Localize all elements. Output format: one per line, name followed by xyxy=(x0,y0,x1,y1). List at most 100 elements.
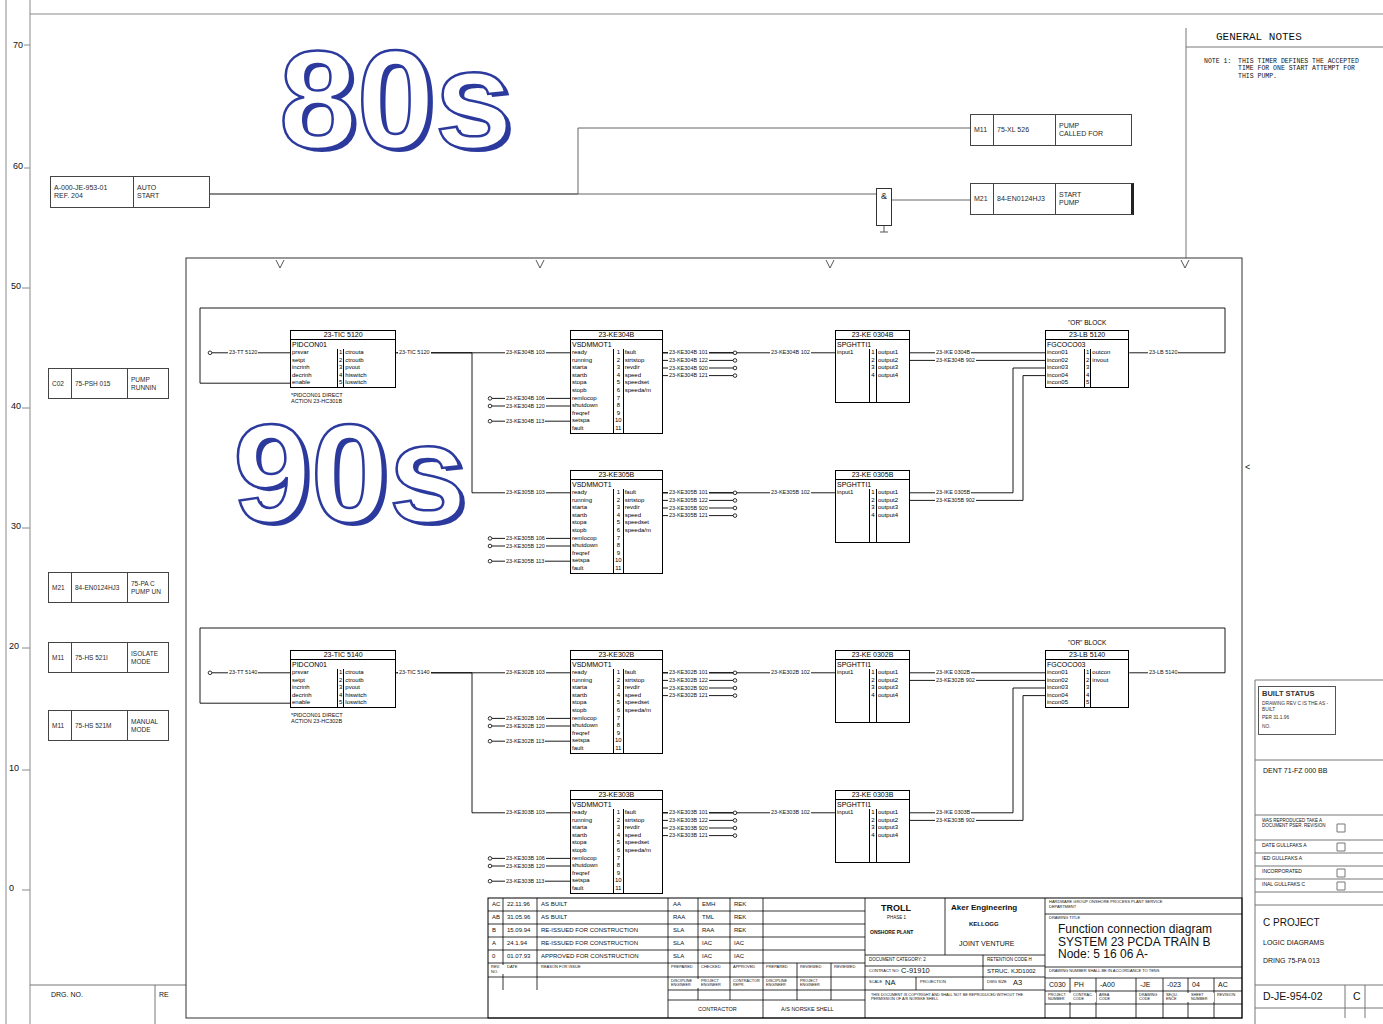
pin-name: remlocop xyxy=(572,395,597,401)
pin-cell xyxy=(624,565,662,573)
pin-name: fault xyxy=(572,885,583,891)
block-type-text: VSDMMOT1 xyxy=(572,341,612,348)
function-block: 23-KE305BVSDMMOT1ready1faultrunning2strt… xyxy=(570,470,663,574)
sheet-label: 04 xyxy=(1191,981,1201,989)
pin-number: 8 xyxy=(617,542,620,548)
pin-cell xyxy=(877,379,909,387)
signal-line xyxy=(910,376,1045,501)
pin-cell: output1 xyxy=(877,809,909,817)
signal-name: 23-KE305B 103 xyxy=(505,489,546,496)
pin-cell xyxy=(877,839,909,847)
pin-cell: shutdown xyxy=(571,402,613,410)
drawing-number-frame xyxy=(30,985,186,1024)
pin-number-cell: 8 xyxy=(613,722,624,730)
pin-cell: revdir xyxy=(624,684,662,692)
signal-name: 23-LB 5140 xyxy=(1148,669,1178,676)
pin-cell xyxy=(624,542,662,550)
pin-name: ctrouta xyxy=(345,349,363,355)
pin-number: 6 xyxy=(617,387,620,393)
pin-number: 3 xyxy=(339,684,342,690)
sheet-label: AA xyxy=(672,901,682,908)
signal-line xyxy=(910,688,1045,813)
pin-number: 4 xyxy=(617,832,620,838)
signal-line xyxy=(396,673,570,813)
revision-strip xyxy=(1255,680,1383,1024)
pin-name: strtstop xyxy=(625,357,645,363)
pin-number-cell: 4 xyxy=(613,512,624,520)
pin-cell: ctrouta xyxy=(344,349,395,357)
pin-cell xyxy=(836,677,869,685)
pin-cell xyxy=(624,885,662,893)
box-text: M11 xyxy=(52,654,64,662)
pin-number: 1 xyxy=(339,349,342,355)
signal-line xyxy=(910,696,1045,821)
sheet-label: Aker Engineering xyxy=(950,903,1018,912)
pin-cell xyxy=(836,715,869,723)
block-tag-text: 23-KE 0303B xyxy=(852,791,894,798)
pin-number-cell: 5 xyxy=(613,519,624,527)
pin-number: 6 xyxy=(617,707,620,713)
block-tag: 23-KE 0304B xyxy=(836,331,909,340)
sheet-label: EMH xyxy=(701,901,716,908)
pin-number-cell: 1 xyxy=(1084,669,1091,677)
pin-number: 1 xyxy=(1086,349,1089,355)
block-type: FGCOCO03 xyxy=(1046,340,1128,349)
pin-number-cell: 4 xyxy=(869,512,877,520)
pin-number-cell: 4 xyxy=(337,692,344,700)
pin-number-cell: 3 xyxy=(869,504,877,512)
block-tag-text: 23-TIC 5140 xyxy=(324,651,363,658)
terminal-circle xyxy=(488,717,492,721)
pin-number: 4 xyxy=(871,372,874,378)
pin-cell xyxy=(877,395,909,403)
pin-cell xyxy=(836,387,869,395)
signal-line xyxy=(910,368,1045,493)
sheet-label: IAC xyxy=(733,940,745,947)
pin-name: starta xyxy=(572,364,587,370)
terminal-circle xyxy=(733,826,737,830)
sheet-label: C PROJECT xyxy=(1262,917,1321,929)
pin-number: 4 xyxy=(339,372,342,378)
pin-cell: pvout xyxy=(344,684,395,692)
pin-number-cell: 2 xyxy=(337,357,344,365)
pin-number: 5 xyxy=(617,379,620,385)
pin-cell: running xyxy=(571,817,613,825)
sheet-label: 23-KE302B 113 xyxy=(505,738,545,745)
pin-number: 4 xyxy=(617,692,620,698)
pin-grid: prsvar1ctroutasetpt2ctroutbincrinh3pvout… xyxy=(291,349,395,387)
terminal-circle xyxy=(733,499,737,503)
terminal-circle xyxy=(488,397,492,401)
pin-grid: input11output12output23output34output4 xyxy=(836,489,909,542)
block-type: FGCOCO03 xyxy=(1046,660,1128,669)
pin-cell: incrinh xyxy=(291,684,337,692)
sheet-label: IAC xyxy=(701,940,713,947)
pin-number: 3 xyxy=(617,684,620,690)
pin-number-cell: 1 xyxy=(337,349,344,357)
pin-cell xyxy=(624,557,662,565)
pin-cell: output1 xyxy=(877,669,909,677)
sheet-label: 22.11.96 xyxy=(506,901,531,908)
pin-cell xyxy=(877,527,909,535)
signal-box: C0275-PSH 015PUMP RUNNIN xyxy=(48,368,169,399)
sheet-label: HARDWARE GROUP ONSHORE PROCESS PLANT SER… xyxy=(1048,900,1170,909)
pin-number: 1 xyxy=(871,349,874,355)
pin-name: startb xyxy=(572,692,587,698)
terminal-circle xyxy=(733,359,737,363)
pin-number: 1 xyxy=(617,489,620,495)
pin-name: invout xyxy=(1092,677,1108,683)
box-cell: ISOLATE MODE xyxy=(127,643,168,672)
pin-number-cell: 3 xyxy=(337,684,344,692)
pin-number: 7 xyxy=(617,855,620,861)
pin-cell xyxy=(624,877,662,885)
pin-cell: speedset xyxy=(624,839,662,847)
signal-name: 23-KE302B 902 xyxy=(935,677,976,684)
sheet-label: APPROVED FOR CONSTRUCTION xyxy=(540,953,640,960)
pin-cell: speeda/m xyxy=(624,527,662,535)
pin-cell: startb xyxy=(571,372,613,380)
pin-number: 2 xyxy=(871,497,874,503)
pin-name: speedset xyxy=(625,519,649,525)
sheet-label: CHECKED xyxy=(700,965,722,970)
pin-name: incrinh xyxy=(292,684,310,690)
sheet-label: 23-KE302B 120 xyxy=(505,723,546,730)
pin-name: shutdown xyxy=(572,542,598,548)
pin-number: 5 xyxy=(617,699,620,705)
